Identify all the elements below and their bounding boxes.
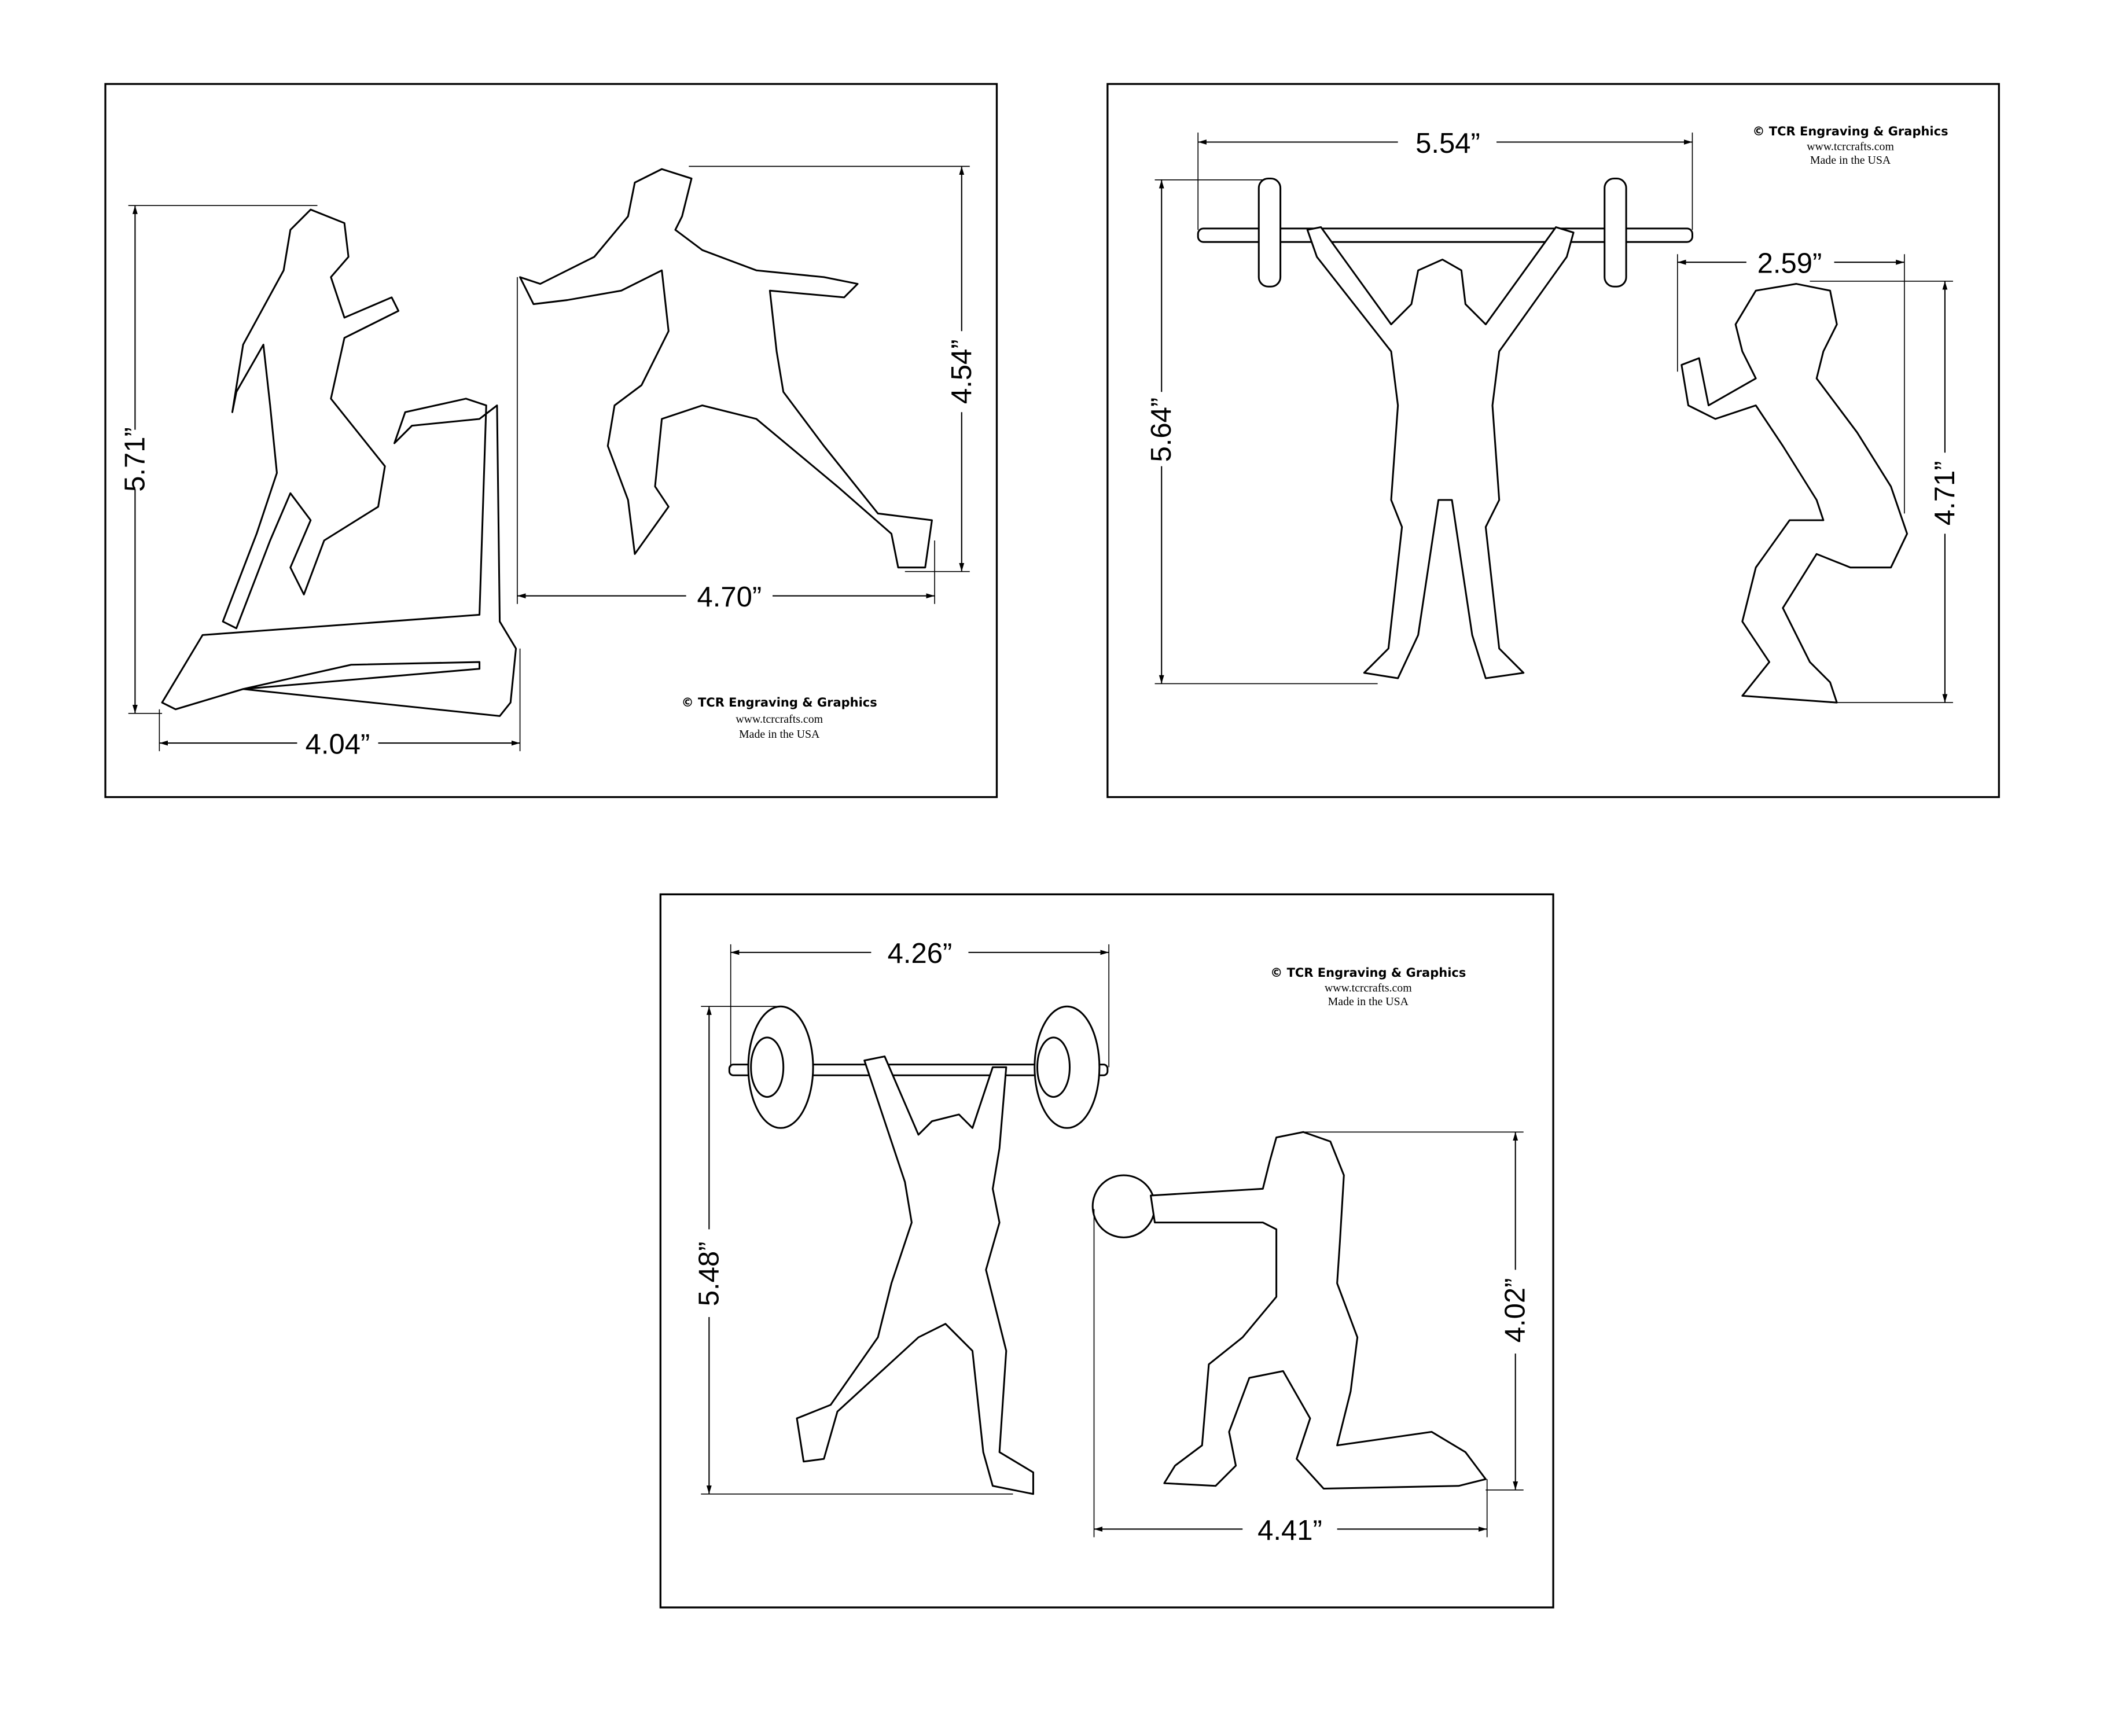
- runner-figure: [519, 168, 933, 569]
- panel-snatch-medball: 4.26” 5.48” 4.02” 4.41” © TCR Engraving …: [659, 893, 1554, 1609]
- panel-barbell-squat: 5.54” 5.64” 2.59” 4.71” © TCR Engraving …: [1106, 83, 2000, 799]
- dimension-lines-3: [701, 944, 1524, 1538]
- credit-block-2: © TCR Engraving & Graphics www.tcrcrafts…: [1752, 124, 1948, 167]
- dim-label-snatch-height: 5.48”: [693, 1242, 725, 1307]
- dimension-lines-2: [1154, 133, 1953, 703]
- svg-text:www.tcrcrafts.com: www.tcrcrafts.com: [1325, 982, 1412, 995]
- panel-treadmill-runner: 5.71” 4.04” 4.54” 4.70” © TCR Engraving …: [104, 83, 998, 799]
- dim-label-lifter-width: 5.54”: [1415, 128, 1480, 159]
- svg-text:Made in the USA: Made in the USA: [1328, 995, 1409, 1008]
- svg-text:© TCR Engraving & Graphics: © TCR Engraving & Graphics: [1752, 124, 1948, 138]
- dim-label-runner-height: 4.54”: [946, 339, 977, 404]
- dim-label-runner-width: 4.70”: [697, 582, 762, 613]
- snatch-lifter-figure: [728, 1005, 1109, 1495]
- medball-lunge-figure: [1091, 1131, 1487, 1489]
- dim-label-treadmill-width: 4.04”: [306, 729, 370, 760]
- svg-text:© TCR Engraving & Graphics: © TCR Engraving & Graphics: [682, 696, 877, 709]
- svg-text:Made in the USA: Made in the USA: [739, 728, 820, 741]
- svg-text:Made in the USA: Made in the USA: [1810, 154, 1891, 167]
- dim-label-lunge-height: 4.02”: [1500, 1278, 1531, 1343]
- dim-label-snatch-width: 4.26”: [888, 938, 953, 969]
- svg-text:www.tcrcrafts.com: www.tcrcrafts.com: [736, 713, 823, 726]
- dim-label-squat-width: 2.59”: [1757, 248, 1822, 279]
- dim-label-squat-height: 4.71”: [1929, 461, 1961, 525]
- overhead-lifter-figure: [1197, 177, 1693, 679]
- dimension-lines-1: [128, 165, 970, 752]
- dim-label-treadmill-height: 5.71”: [119, 427, 150, 492]
- treadmill-figure: [161, 208, 517, 717]
- dim-label-lunge-width: 4.41”: [1257, 1515, 1322, 1546]
- squat-figure: [1681, 283, 1909, 704]
- credit-block-1: © TCR Engraving & Graphics www.tcrcrafts…: [682, 696, 877, 741]
- svg-text:www.tcrcrafts.com: www.tcrcrafts.com: [1807, 140, 1894, 153]
- dim-label-lifter-height: 5.64”: [1146, 398, 1177, 462]
- credit-block-3: © TCR Engraving & Graphics www.tcrcrafts…: [1270, 966, 1466, 1008]
- svg-text:© TCR Engraving & Graphics: © TCR Engraving & Graphics: [1270, 966, 1466, 980]
